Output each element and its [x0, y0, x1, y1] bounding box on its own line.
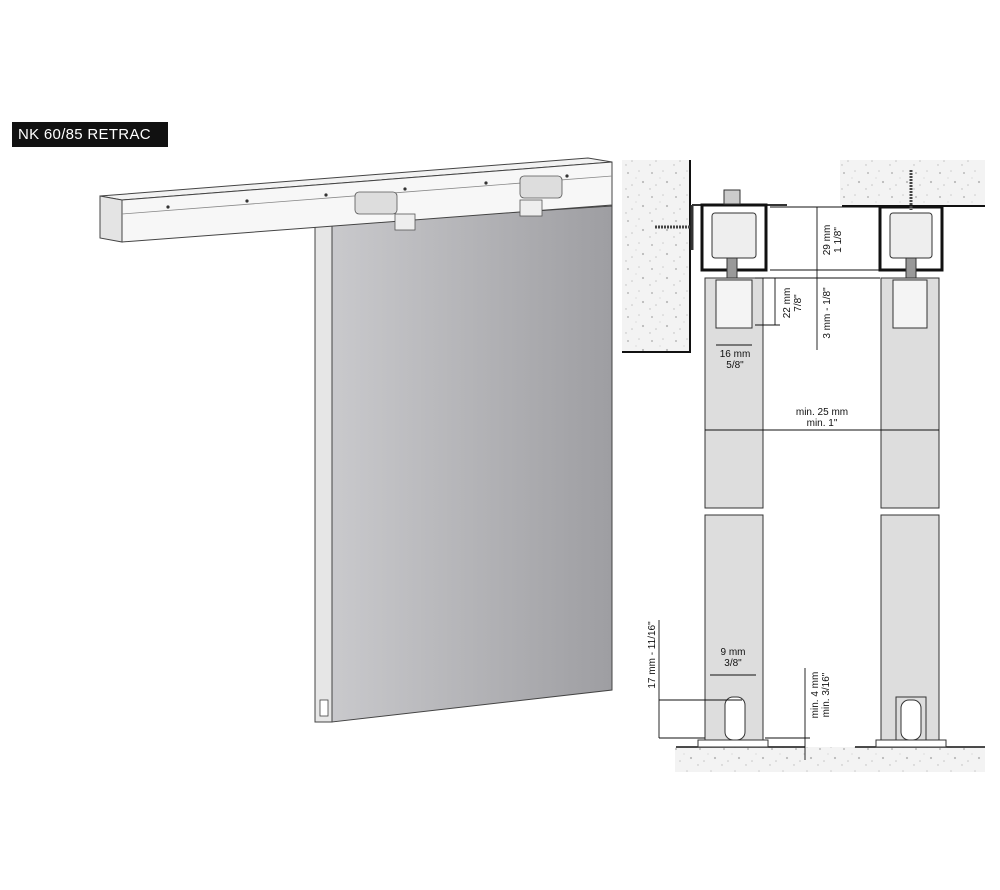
dim-door-spacing-in: min. 1" [807, 418, 838, 429]
dim-hanger-width-in: 5/8" [726, 360, 744, 371]
section-view: 29 mm 1 1/8" 22 mm 7/8" 3 mm - 1/8" 16 m… [622, 160, 985, 772]
floor [675, 747, 985, 772]
dim-track-height-mm: 29 mm [822, 225, 833, 256]
door-panel [331, 205, 613, 723]
dim-groove-depth: 17 mm - 11/16" [647, 621, 658, 689]
door-edge [314, 223, 333, 723]
dim-track-height-in: 1 1/8" [833, 227, 844, 253]
dim-groove-width-in: 3/8" [724, 658, 742, 669]
dim-hanger-height-mm: 22 mm [782, 288, 793, 319]
dim-hanger-width-mm: 16 mm [720, 349, 751, 360]
dim-labels: 29 mm 1 1/8" 22 mm 7/8" 3 mm - 1/8" 16 m… [647, 225, 848, 719]
dim-floor-gap-in: min. 3/16" [821, 672, 832, 717]
door-floor-groove [319, 699, 329, 717]
wall [622, 160, 690, 352]
roller-carriage [354, 175, 563, 231]
dimension-lines [658, 206, 939, 760]
dim-gap-top: 3 mm - 1/8" [822, 287, 833, 339]
dim-hanger-height-in: 7/8" [793, 294, 804, 312]
dim-floor-gap-mm: min. 4 mm [810, 672, 821, 719]
product-title: NK 60/85 RETRAC [12, 122, 168, 147]
rail-end [99, 195, 123, 243]
dim-groove-width-mm: 9 mm [721, 647, 746, 658]
track-ceiling-mount [878, 170, 944, 281]
dim-door-spacing-mm: min. 25 mm [796, 407, 848, 418]
track-wall-mount [655, 189, 787, 281]
door-perspective-view [99, 157, 613, 723]
rail-screw-holes [166, 174, 569, 209]
hanger-bracket [715, 279, 753, 329]
floor-guide [724, 696, 746, 741]
